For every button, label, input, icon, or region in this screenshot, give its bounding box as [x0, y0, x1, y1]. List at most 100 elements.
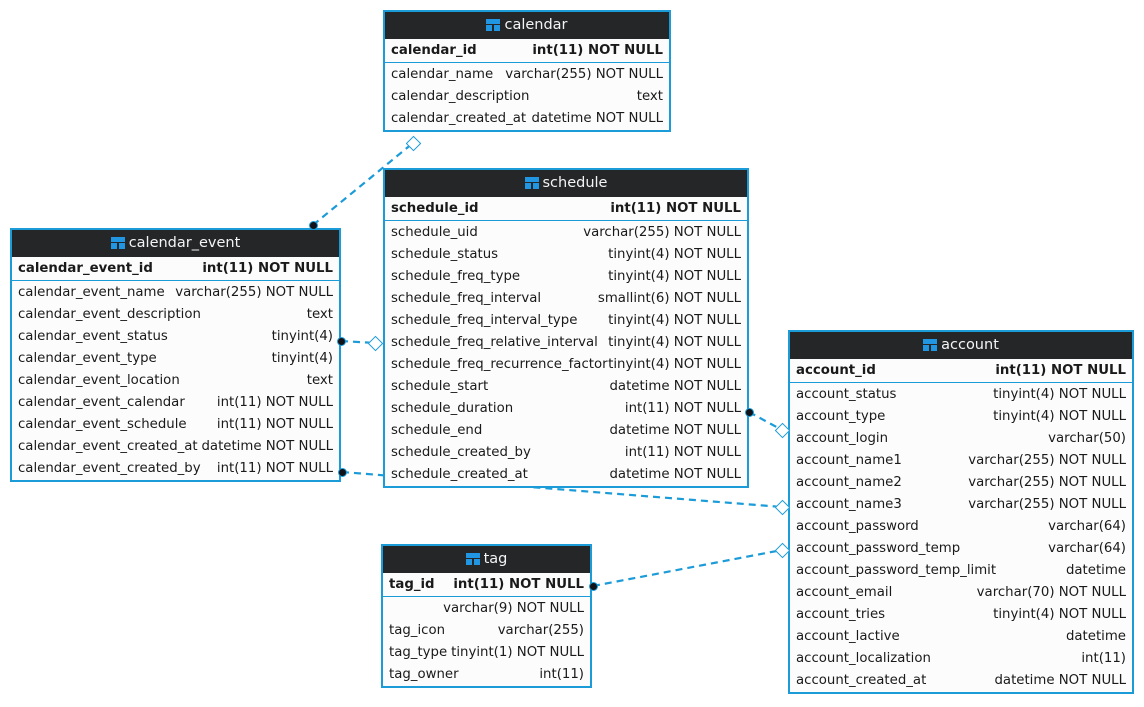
- field-name: calendar_event_status: [18, 329, 168, 344]
- entity-header-account[interactable]: account: [790, 332, 1132, 359]
- field-row[interactable]: varchar(64) account_password_temp: [790, 538, 1132, 560]
- field-row[interactable]: tinyint(4) calendar_event_status: [12, 326, 339, 348]
- field-type: text: [306, 307, 333, 322]
- entity-fields: varchar(9) NOT NULLtag_colorvarchar(255)…: [383, 597, 590, 686]
- field-type: tinyint(4): [271, 329, 333, 344]
- field-type: datetime NOT NULL: [609, 467, 741, 482]
- field-name: schedule_uid: [391, 225, 478, 240]
- field-row[interactable]: int(11)account_localization: [790, 648, 1132, 670]
- field-type: tinyint(4) NOT NULL: [608, 335, 741, 350]
- field-name: account_password_temp: [796, 541, 961, 556]
- field-type: int(11) NOT NULL: [202, 261, 333, 276]
- field-type: varchar(64): [1048, 519, 1126, 534]
- field-type: int(11): [1081, 651, 1126, 666]
- table-icon: [524, 177, 539, 189]
- field-type: datetime NOT NULL: [994, 673, 1126, 688]
- field-type: int(11) NOT NULL: [216, 461, 333, 476]
- field-type: datetime NOT NULL: [531, 111, 663, 126]
- entity-title: calendar: [504, 17, 568, 33]
- field-type: int(11) NOT NULL: [624, 401, 741, 416]
- field-type: int(11): [539, 667, 584, 682]
- field-type: varchar(64): [1048, 541, 1126, 556]
- entity-header-tag[interactable]: tag: [383, 546, 590, 573]
- field-name: schedule_freq_type: [391, 269, 521, 284]
- field-row[interactable]: varchar(255) NOT NULL calendar_name: [385, 64, 669, 86]
- field-name: account_email: [796, 585, 893, 600]
- field-row[interactable]: varchar(50)account_login: [790, 428, 1132, 450]
- entity-title: account: [941, 337, 999, 353]
- field-name: calendar_event_created_at: [18, 439, 198, 454]
- entity-title: calendar_event: [128, 235, 241, 251]
- field-type: varchar(255) NOT NULL: [968, 453, 1126, 468]
- entity-header-calendar[interactable]: calendar: [385, 12, 669, 39]
- field-type: int(11) NOT NULL: [610, 201, 741, 216]
- entity-header-schedule[interactable]: schedule: [385, 170, 747, 197]
- field-name: schedule_freq_interval: [391, 291, 542, 306]
- field-type: varchar(255) NOT NULL: [505, 67, 663, 82]
- field-row[interactable]: tinyint(4)calendar_event_type: [12, 348, 339, 370]
- table-icon: [110, 237, 125, 249]
- field-row[interactable]: varchar(255)tag_icon: [383, 620, 590, 642]
- entity-title: schedule: [542, 175, 608, 191]
- field-type: tinyint(1) NOT NULL: [451, 645, 584, 660]
- entity-header-calendar_event[interactable]: calendar_event: [12, 230, 339, 257]
- field-name: calendar_name: [391, 67, 494, 82]
- field-row[interactable]: int(11)tag_owner: [383, 664, 590, 686]
- field-name: schedule_freq_recurrence_factor: [391, 357, 608, 372]
- field-name: schedule_start: [391, 379, 489, 394]
- relationship-target-marker-calendar-event-to-calendar: [405, 135, 421, 151]
- field-name: calendar_event_type: [18, 351, 157, 366]
- field-type: varchar(9) NOT NULL: [443, 601, 584, 616]
- field-name: account_password: [796, 519, 919, 534]
- field-type: datetime: [1065, 563, 1126, 578]
- table-icon: [486, 19, 501, 31]
- field-name: tag_icon: [389, 623, 446, 638]
- field-row[interactable]: varchar(64) account_password: [790, 516, 1132, 538]
- field-type: int(11) NOT NULL: [624, 445, 741, 460]
